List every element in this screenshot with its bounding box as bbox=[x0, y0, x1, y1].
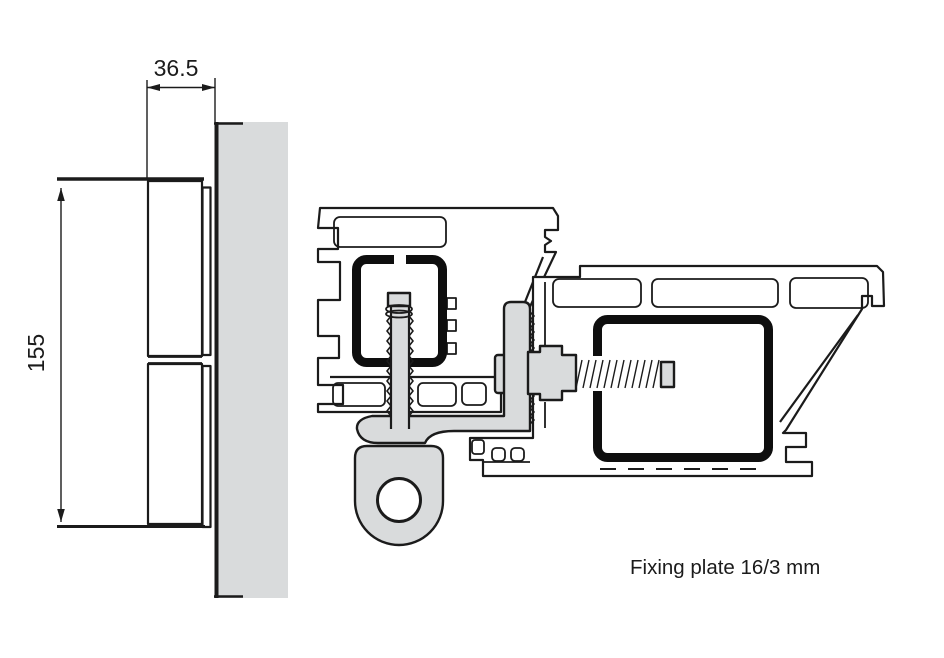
vertical-screw bbox=[385, 291, 414, 429]
profile-chamber bbox=[417, 382, 457, 407]
height-dimension-label: 155 bbox=[23, 334, 49, 372]
profile-chamber bbox=[333, 216, 447, 248]
hinge-backplate-upper bbox=[201, 186, 212, 357]
hinge-elevation-view: 36.5 155 bbox=[23, 55, 288, 598]
arrow-right-icon bbox=[202, 84, 215, 91]
width-dimension-label: 36.5 bbox=[154, 55, 199, 81]
screw-collar-ring bbox=[385, 304, 413, 314]
profile-bump bbox=[510, 447, 525, 462]
dimension-height: 155 bbox=[23, 188, 65, 522]
profile-chamber bbox=[552, 278, 642, 308]
cross-section-view bbox=[316, 206, 886, 547]
horizontal-screw bbox=[570, 356, 678, 391]
profile-chamber bbox=[461, 382, 487, 406]
arrow-up-icon bbox=[57, 188, 65, 201]
profile-tooth bbox=[446, 297, 457, 310]
screw-shaft bbox=[391, 305, 409, 429]
profile-bump bbox=[491, 447, 506, 462]
screw-head bbox=[386, 291, 412, 308]
hinge-knuckle-seam bbox=[148, 355, 202, 365]
caption-label: Fixing plate 16/3 mm bbox=[630, 556, 820, 579]
wall-bar bbox=[216, 122, 288, 598]
profile-tooth bbox=[446, 342, 457, 355]
frame-profile-section bbox=[316, 206, 560, 414]
steel-gap bbox=[394, 251, 406, 264]
profile-tab bbox=[471, 439, 485, 455]
glazing-rebate-line bbox=[779, 314, 859, 423]
fixing-plate-and-arm bbox=[355, 300, 532, 445]
profile-chamber bbox=[789, 277, 869, 309]
hinge-leaf-lower bbox=[146, 362, 204, 526]
profile-chamber bbox=[651, 278, 779, 308]
screw-thread-right bbox=[408, 315, 414, 417]
arrow-left-icon bbox=[147, 84, 160, 91]
screw-head-block bbox=[526, 344, 578, 402]
profile-chamber bbox=[332, 382, 386, 407]
hinge-body-section bbox=[353, 300, 578, 547]
dimension-width: 36.5 bbox=[146, 55, 216, 178]
profile-tooth bbox=[446, 319, 457, 332]
screw-thread-left bbox=[386, 315, 392, 417]
screw-collar-ring bbox=[385, 309, 413, 319]
screw-thread bbox=[575, 359, 660, 389]
hinge-leaf-upper bbox=[146, 179, 204, 358]
arrow-down-icon bbox=[57, 509, 65, 522]
hinge-backplate-lower bbox=[201, 364, 212, 529]
hinge-pin-hole bbox=[376, 477, 422, 523]
screw-tip bbox=[659, 360, 676, 389]
